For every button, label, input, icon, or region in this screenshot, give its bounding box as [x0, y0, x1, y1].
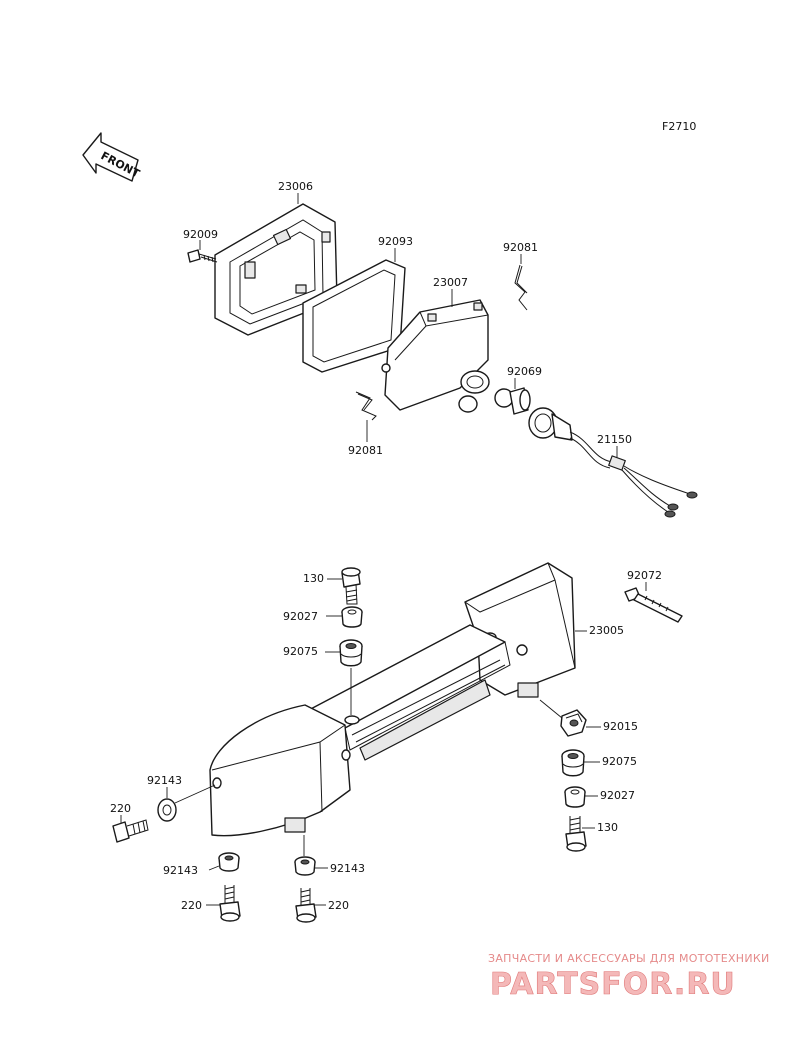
figure-code: F2710 — [662, 120, 696, 133]
label-92075-top: 92075 — [283, 645, 318, 658]
label-92027-bottom: 92027 — [600, 789, 635, 802]
socket-harness — [528, 407, 698, 518]
label-92143-a: 92143 — [147, 774, 182, 787]
collar-92027-bottom — [564, 786, 586, 808]
label-92027-top: 92027 — [283, 610, 318, 623]
collar-92143-left-bottom — [218, 852, 240, 872]
damper-92075-top — [339, 639, 363, 667]
front-arrow-icon: FRONT — [82, 132, 142, 182]
label-92009: 92009 — [183, 228, 218, 241]
label-130-top: 130 — [303, 572, 324, 585]
watermark: ЗАПЧАСТИ И АКСЕССУАРЫ ДЛЯ МОТОТЕХНИКИ PA… — [488, 952, 770, 1002]
headlight-housing — [381, 299, 490, 413]
bolt-130-bottom — [565, 816, 587, 852]
label-92015: 92015 — [603, 720, 638, 733]
label-92081-bottom: 92081 — [348, 444, 383, 457]
label-92143-c: 92143 — [330, 862, 365, 875]
watermark-logo: PARTSFOR.RU — [490, 967, 736, 1002]
label-92143-b: 92143 — [163, 864, 198, 877]
label-220-b: 220 — [181, 899, 202, 912]
nut-92015 — [560, 709, 587, 737]
bolt-220-left — [112, 819, 149, 843]
headlight-bulb — [494, 387, 531, 415]
label-130-bottom: 130 — [597, 821, 618, 834]
label-23006: 23006 — [278, 180, 313, 193]
collar-92027-top — [341, 606, 363, 628]
label-92093: 92093 — [378, 235, 413, 248]
spring-clip-bottom — [355, 391, 377, 421]
label-92075-bottom: 92075 — [602, 755, 637, 768]
label-92072: 92072 — [627, 569, 662, 582]
label-92081-top: 92081 — [503, 241, 538, 254]
label-23005: 23005 — [589, 624, 624, 637]
collar-92143-right-bottom — [294, 856, 316, 876]
damper-92075-bottom — [561, 749, 585, 777]
label-23007: 23007 — [433, 276, 468, 289]
label-220-c: 220 — [328, 899, 349, 912]
cable-tie-92072 — [624, 587, 683, 623]
bolt-220-right-bottom — [295, 888, 317, 923]
screw-92009 — [187, 249, 218, 263]
washer-92143-left — [157, 798, 177, 822]
bolt-220-left-bottom — [219, 885, 241, 922]
headlight-bracket — [209, 562, 576, 837]
watermark-tagline: ЗАПЧАСТИ И АКСЕССУАРЫ ДЛЯ МОТОТЕХНИКИ — [488, 952, 770, 965]
spring-clip-top — [514, 264, 528, 311]
label-220-a: 220 — [110, 802, 131, 815]
label-92069: 92069 — [507, 365, 542, 378]
bolt-130-top — [341, 567, 361, 605]
label-21150: 21150 — [597, 433, 632, 446]
